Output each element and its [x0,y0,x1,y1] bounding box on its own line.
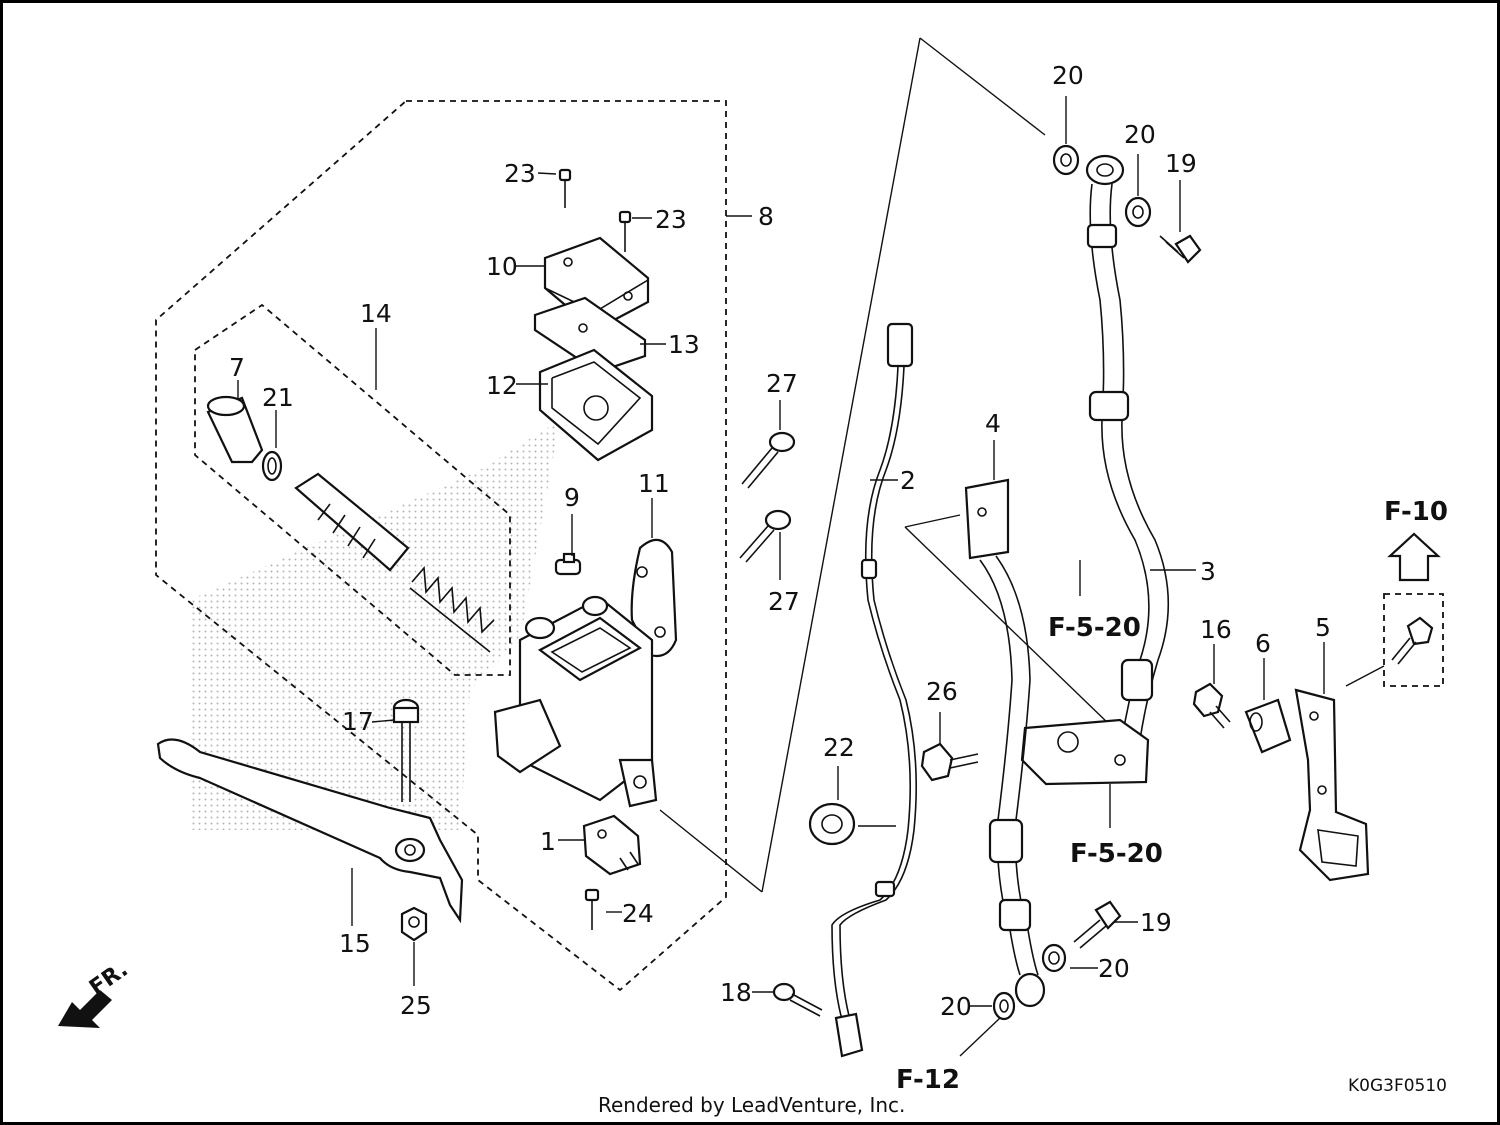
holder-bolt-upper [741,431,796,489]
callout-18: 18 [720,978,752,1007]
up-arrow-icon [1387,532,1441,582]
callout-27-lower: 27 [768,587,800,616]
ref-f-5-20-upper: F-5-20 [1048,613,1141,643]
wire-clamp-screw [772,982,823,1017]
diaphragm [538,348,654,462]
piston-set-group-boundary [194,303,511,676]
brake-lever [156,738,464,924]
guide-lines [659,37,1111,893]
callout-leader-lines [237,96,1385,1057]
callout-24: 24 [622,899,654,928]
callout-19-upper: 19 [1165,149,1197,178]
brake-switch-wire [831,322,918,1058]
piston-spring [409,566,495,653]
ref-f-5-20-lower: F-5-20 [1070,839,1163,869]
callout-2: 2 [900,466,916,495]
ref-f-12: F-12 [896,1065,960,1095]
callout-21: 21 [262,383,294,412]
sealing-washer-bottom-right [1041,943,1067,973]
oil-bolt-upper [1159,234,1202,264]
bolt-reference-box [1383,593,1444,687]
reference-labels: F-10 F-5-20 F-5-20 F-12 FR. [85,497,1448,1095]
diaphragm-plate [533,296,647,374]
sealing-washer-top-right [1124,196,1152,228]
sealing-washer-bottom-left [992,991,1016,1021]
wire-grommet [808,802,856,846]
callout-23-upper: 23 [504,159,536,188]
callout-26: 26 [926,677,958,706]
callout-16: 16 [1200,615,1232,644]
dust-boot [206,395,264,464]
callout-20-bottom-right: 20 [1098,954,1130,983]
reservoir-cap-screw-upper [558,168,572,208]
callout-labels: 1 2 3 4 5 6 7 8 9 10 11 12 13 14 15 16 1… [229,61,1331,1021]
callout-27-upper: 27 [766,369,798,398]
holder-bolt-lower [739,509,792,563]
sealing-washer-top-left [1052,144,1080,176]
callout-6: 6 [1255,629,1271,658]
hose-bracket [1294,688,1370,882]
callout-15: 15 [339,929,371,958]
callout-12: 12 [486,371,518,400]
master-cylinder-group-boundary [155,100,727,992]
front-marker-label: FR. [85,957,133,1001]
brake-hose-lower [979,555,1150,1008]
oil-bolt-lower [1073,900,1122,949]
render-credit: Rendered by LeadVenture, Inc. [598,1093,906,1117]
ref-f-10: F-10 [1384,497,1448,527]
master-cylinder-body [493,595,658,808]
bracket-bolt [1192,682,1231,729]
callout-17: 17 [342,707,374,736]
callout-19-lower: 19 [1140,908,1172,937]
callout-20-top-left: 20 [1052,61,1084,90]
bracket-mount-bolt [1391,616,1434,665]
callout-9: 9 [564,483,580,512]
callout-8: 8 [758,202,774,231]
callout-3: 3 [1200,557,1216,586]
callout-20-top-right: 20 [1124,120,1156,149]
front-direction-arrow-icon [58,990,112,1028]
callout-23-lower: 23 [655,205,687,234]
callout-14: 14 [360,299,392,328]
lever-pivot-nut [400,906,428,942]
callout-7: 7 [229,353,245,382]
callout-5: 5 [1315,613,1331,642]
master-cylinder-holder [630,538,678,658]
callout-4: 4 [985,409,1001,438]
switch-screw [584,888,600,930]
brake-hose-upper [1085,154,1170,741]
stipple-shading [190,420,560,830]
reservoir-cap-screw-lower [618,210,632,252]
callout-22: 22 [823,733,855,762]
hose-clamp [1244,698,1292,754]
callout-13: 13 [668,330,700,359]
brake-hose-joint [964,478,1010,560]
joint-mounting-bolt [920,742,979,782]
piston [294,472,410,572]
callout-11: 11 [638,469,670,498]
brake-light-switch [582,814,642,876]
lever-pivot-bolt [392,698,420,802]
callout-1: 1 [540,827,556,856]
circlip [261,450,283,482]
lever-pivot-bolt-small [554,552,582,576]
callout-20-bottom-left: 20 [940,992,972,1021]
drawing-code: K0G3F0510 [1348,1076,1447,1096]
callout-25: 25 [400,991,432,1020]
callout-10: 10 [486,252,518,281]
